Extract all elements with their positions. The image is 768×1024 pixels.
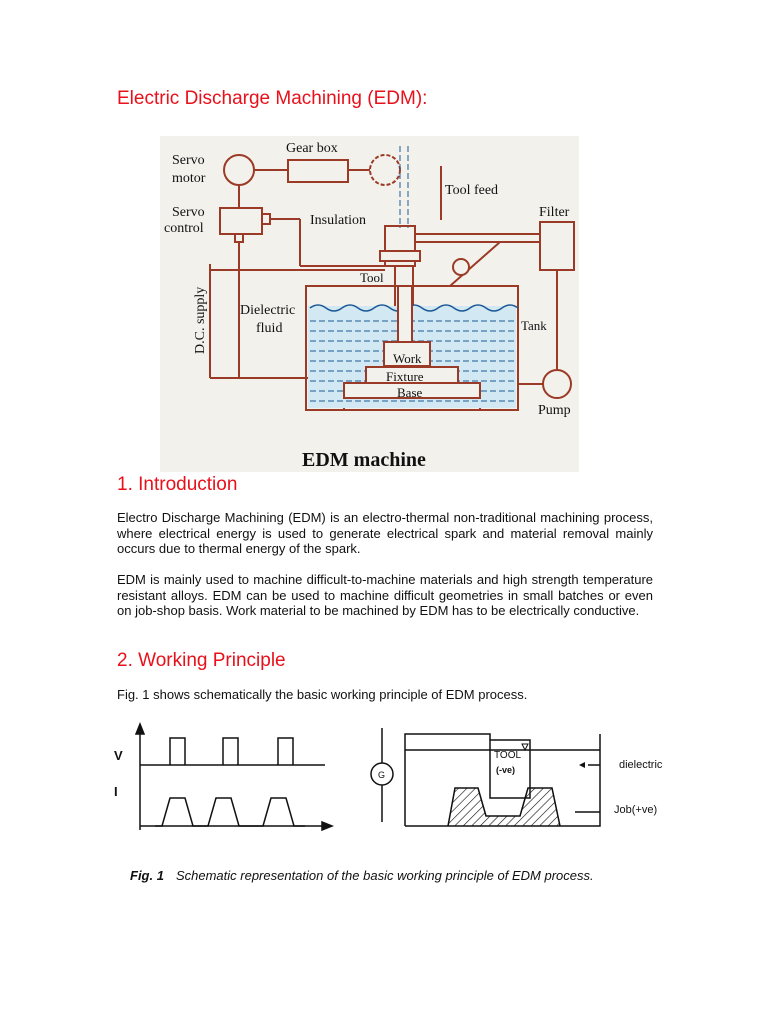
section-heading-introduction: 1. Introduction bbox=[117, 474, 238, 495]
servo-motor-label-2: motor bbox=[172, 171, 206, 186]
tank-label: Tank bbox=[521, 318, 547, 333]
tool-label: Tool bbox=[360, 270, 384, 285]
page-title: Electric Discharge Machining (EDM): bbox=[117, 88, 428, 109]
gear-box-label: Gear box bbox=[286, 141, 338, 156]
voltage-axis-label: V bbox=[114, 748, 123, 763]
edm-machine-caption: EDM machine bbox=[302, 449, 426, 471]
paragraph: Electro Discharge Machining (EDM) is an … bbox=[117, 510, 653, 556]
paragraph: EDM is mainly used to machine difficult-… bbox=[117, 572, 653, 618]
edm-machine-diagram: Gear box Servo motor Servo control Tool … bbox=[164, 141, 575, 471]
tool-polarity-label: (-ve) bbox=[496, 765, 515, 775]
figure-number: Fig. 1 bbox=[130, 868, 164, 883]
base-label: Base bbox=[397, 385, 423, 400]
dc-supply-label: D.C. supply bbox=[193, 287, 208, 354]
servo-motor-label-1: Servo bbox=[172, 153, 205, 168]
fixture-label: Fixture bbox=[386, 369, 424, 384]
work-label: Work bbox=[393, 351, 422, 366]
tool-box-label: TOOL bbox=[494, 750, 521, 761]
servo-control-label-2: control bbox=[164, 221, 204, 236]
edm-machine-figure: Gear box Servo motor Servo control Tool … bbox=[160, 136, 579, 472]
filter-label: Filter bbox=[539, 205, 570, 220]
paragraph: Fig. 1 shows schematically the basic wor… bbox=[117, 687, 528, 702]
section-heading-working-principle: 2. Working Principle bbox=[117, 650, 286, 671]
edm-principle-figure: V I G TOOL (-ve) dielectric Job(+ve) bbox=[110, 712, 668, 838]
pump-label: Pump bbox=[538, 403, 571, 418]
current-axis-label: I bbox=[114, 784, 118, 799]
dielectric-label-2: fluid bbox=[256, 321, 282, 336]
edm-principle-diagram: V I G TOOL (-ve) dielectric Job(+ve) bbox=[114, 721, 663, 832]
dielectric-label-1: Dielectric bbox=[240, 303, 295, 318]
figure-caption: Fig. 1 Schematic representation of the ba… bbox=[130, 868, 594, 883]
insulation-label: Insulation bbox=[310, 213, 366, 228]
job-label: Job(+ve) bbox=[614, 804, 657, 816]
tool-feed-label: Tool feed bbox=[445, 183, 498, 198]
generator-label: G bbox=[378, 770, 385, 780]
dielectric-label: dielectric bbox=[619, 759, 663, 771]
servo-control-label-1: Servo bbox=[172, 205, 205, 220]
figure-caption-text: Schematic representation of the basic wo… bbox=[175, 868, 594, 883]
